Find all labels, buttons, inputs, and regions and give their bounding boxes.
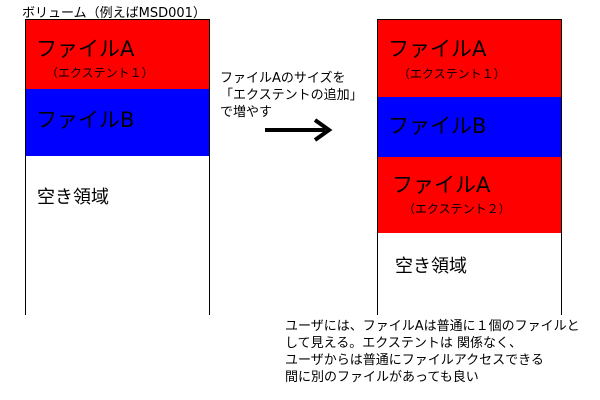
explanation-note: ユーザには、ファイルAは普通に１個のファイルと して見える。エクステントは 関係… — [285, 318, 595, 386]
note-line: 間に別のファイルがあっても良い — [285, 370, 479, 385]
free-space-label: 空き領域 — [395, 256, 467, 277]
free-space-block: 空き領域 — [378, 233, 561, 315]
description-line: 「エクステントの追加」 — [220, 88, 363, 103]
file-b-block: ファイルB — [378, 97, 561, 157]
file-b-block: ファイルB — [26, 89, 209, 156]
file-a-extent-label: （エクステント１） — [398, 67, 506, 81]
process-description: ファイルAのサイズを 「エクステントの追加」 で増やす — [220, 70, 370, 121]
right-arrow-icon — [265, 118, 333, 142]
description-line: で増やす — [220, 105, 273, 120]
volume-after: ファイルA （エクステント１） ファイルB ファイルA （エクステント２） 空き… — [377, 19, 562, 315]
file-a-extent-label: （エクステント２） — [403, 202, 511, 216]
note-line: して見える。エクステントは 関係なく、 — [285, 336, 522, 351]
file-a-name: ファイルA — [392, 173, 491, 197]
free-space-label: 空き領域 — [37, 187, 109, 208]
file-b-name: ファイルB — [388, 114, 487, 138]
volume-before: ファイルA （エクステント１） ファイルB 空き領域 — [25, 19, 210, 315]
file-a-block: ファイルA （エクステント１） — [26, 20, 209, 89]
free-space-block: 空き領域 — [26, 156, 209, 315]
description-line: ファイルAのサイズを — [220, 71, 346, 86]
note-line: ユーザからは普通にファイルアクセスできる — [285, 353, 544, 368]
file-a-extent-label: （エクステント１） — [46, 66, 154, 80]
volume-label: ボリューム（例えばMSD001） — [22, 6, 206, 21]
file-a-name: ファイルA — [388, 37, 487, 61]
file-a-block: ファイルA （エクステント１） — [378, 20, 561, 97]
file-b-name: ファイルB — [36, 108, 135, 132]
note-line: ユーザには、ファイルAは普通に１個のファイルと — [285, 319, 580, 334]
file-a-second-extent-block: ファイルA （エクステント２） — [378, 157, 561, 233]
file-a-name: ファイルA — [36, 37, 135, 61]
